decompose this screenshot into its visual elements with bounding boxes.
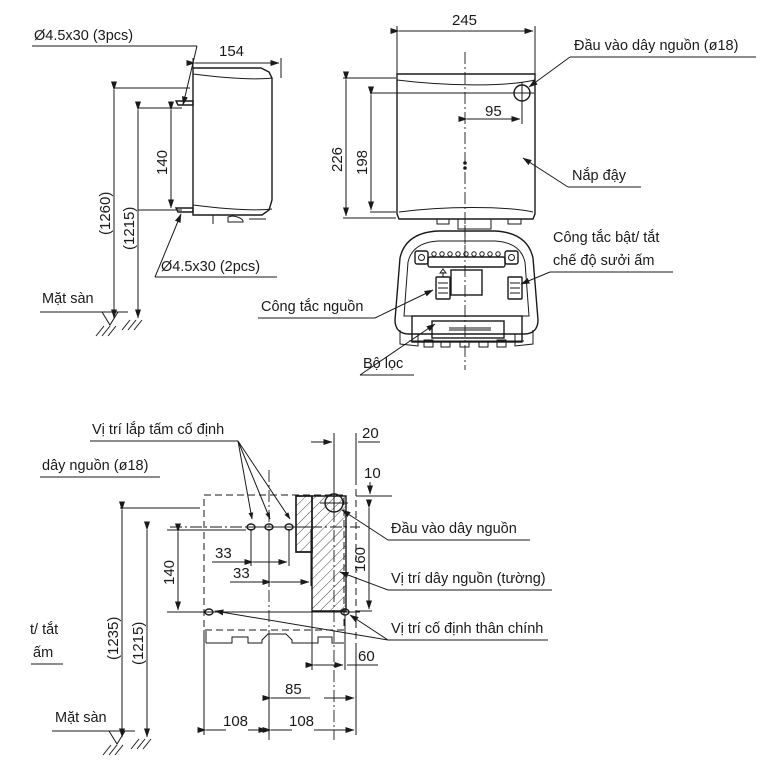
front-view-body — [396, 52, 536, 250]
dimension-60: 60 — [305, 611, 378, 670]
label-cover: Nắp đậy — [522, 157, 641, 188]
label-body-fix-position-text: Vị trí cố định thân chính — [391, 621, 543, 637]
side-view-group: Ø4.5x30 (3pcs) 154 — [32, 28, 282, 337]
dimension-140-lower-text: 140 — [161, 560, 178, 585]
label-screw-2pcs-text: Ø4.5x30 (2pcs) — [161, 259, 260, 275]
label-mount-plate-text: Vị trí lắp tấm cố định — [92, 421, 224, 438]
dimension-33-b: 33 — [230, 529, 312, 586]
label-heater-switch-line2: chế độ sưởi ấm — [553, 253, 654, 269]
dimension-1260: (1260) — [97, 81, 190, 319]
dimension-10: 10 — [356, 465, 392, 497]
label-power-inlet-top: Đầu vào dây nguồn (ø18) — [528, 38, 756, 88]
dimension-226-text: 226 — [329, 147, 346, 172]
dimension-1215-lower: (1215) — [130, 521, 150, 738]
label-screw-2pcs: Ø4.5x30 (2pcs) — [154, 213, 277, 278]
dimension-154: 154 — [186, 43, 282, 78]
label-clipped-line2: ấm — [33, 645, 53, 661]
floor-datum-lower: Mặt sàn — [52, 710, 152, 756]
dimension-198: 198 — [354, 86, 514, 213]
label-cover-text: Nắp đậy — [572, 167, 627, 184]
label-screw-3pcs: Ø4.5x30 (3pcs) — [32, 28, 198, 106]
floor-label-lower: Mặt sàn — [55, 710, 107, 726]
floor-datum-left: Mặt sàn — [40, 291, 143, 337]
dimension-1235-text: (1235) — [105, 617, 122, 660]
filter-tray — [399, 315, 534, 348]
dimension-160: 160 — [352, 499, 372, 612]
label-clipped-line1: t/ tắt — [30, 621, 58, 638]
label-power-inlet-lower-text: Đầu vào dây nguồn — [391, 521, 517, 537]
dimension-33a-text: 33 — [215, 545, 232, 562]
dimension-226: 226 — [329, 71, 396, 219]
label-power-switch: Công tắc nguồn — [258, 289, 434, 319]
vent-strip — [414, 250, 519, 268]
front-view-group: 245 95 226 198 Đầu vào dây nguồn (ø18) — [329, 12, 756, 250]
dimension-95: 95 — [458, 101, 523, 124]
dimension-1235: (1235) — [105, 501, 200, 738]
label-mount-plate-position: Vị trí lắp tấm cố định — [90, 421, 291, 520]
dimension-1260-text: (1260) — [97, 192, 114, 235]
dimension-60-text: 60 — [358, 648, 375, 665]
dimension-20: 20 — [311, 425, 380, 492]
dimension-245: 245 — [390, 12, 536, 76]
label-cord-position-wall: Vị trí dây nguồn (tường) — [339, 571, 552, 591]
dimension-20-text: 20 — [362, 425, 379, 442]
dimension-198-text: 198 — [354, 150, 371, 175]
label-power-cord: dây nguồn (ø18) — [40, 458, 160, 478]
dimension-1215: (1215) — [121, 101, 141, 319]
appliance-outline-dashed — [203, 494, 345, 644]
dimension-10-text: 10 — [364, 465, 381, 482]
dimension-140: 140 — [138, 101, 182, 211]
label-cord-position-wall-text: Vị trí dây nguồn (tường) — [391, 571, 546, 587]
power-switch-control[interactable] — [435, 268, 451, 300]
floor-label-left: Mặt sàn — [42, 291, 94, 307]
side-view-body — [174, 67, 273, 224]
dimension-108b-text: 108 — [289, 713, 314, 730]
label-power-switch-text: Công tắc nguồn — [261, 298, 363, 315]
label-heater-switch-line1: Công tắc bật/ tắt — [553, 229, 659, 246]
wall-section-hatched — [295, 478, 357, 645]
label-power-inlet-lower: Đầu vào dây nguồn — [341, 509, 530, 541]
heater-switch-control[interactable] — [507, 276, 523, 300]
dimension-33b-text: 33 — [233, 565, 250, 582]
dimension-85: 85 — [262, 640, 357, 702]
label-clipped-heater: t/ tắt ấm — [30, 621, 63, 665]
label-filter: Bộ lọc — [359, 323, 436, 376]
label-heater-switch: Công tắc bật/ tắt chế độ sưởi ấm — [520, 229, 673, 285]
dimension-33-a: 33 — [212, 529, 290, 566]
underside-control-view-group: Công tắc bật/ tắt chế độ sưởi ấm Công tắ… — [258, 225, 673, 376]
label-body-fix-position: Vị trí cố định thân chính — [214, 609, 548, 641]
dimension-108-pair: 108 108 — [197, 630, 357, 735]
dimension-140-text: 140 — [154, 150, 171, 175]
dimension-245-text: 245 — [452, 12, 477, 29]
dimension-1215-text: (1215) — [121, 207, 138, 250]
dimension-154-text: 154 — [219, 43, 244, 60]
label-power-inlet-top-text: Đầu vào dây nguồn (ø18) — [574, 38, 738, 54]
label-screw-3pcs-text: Ø4.5x30 (3pcs) — [34, 28, 133, 44]
dimension-85-text: 85 — [285, 681, 302, 698]
dimension-140-lower: 140 — [161, 523, 246, 613]
label-power-cord-text: dây nguồn (ø18) — [42, 458, 148, 474]
dimension-95-text: 95 — [485, 103, 502, 120]
wall-mount-section-group: Vị trí lắp tấm cố định dây nguồn (ø18) — [30, 421, 552, 756]
dimension-1215-lower-text: (1215) — [130, 622, 147, 665]
dimension-160-text: 160 — [352, 547, 369, 572]
dimension-108a-text: 108 — [223, 713, 248, 730]
label-filter-text: Bộ lọc — [363, 356, 403, 372]
